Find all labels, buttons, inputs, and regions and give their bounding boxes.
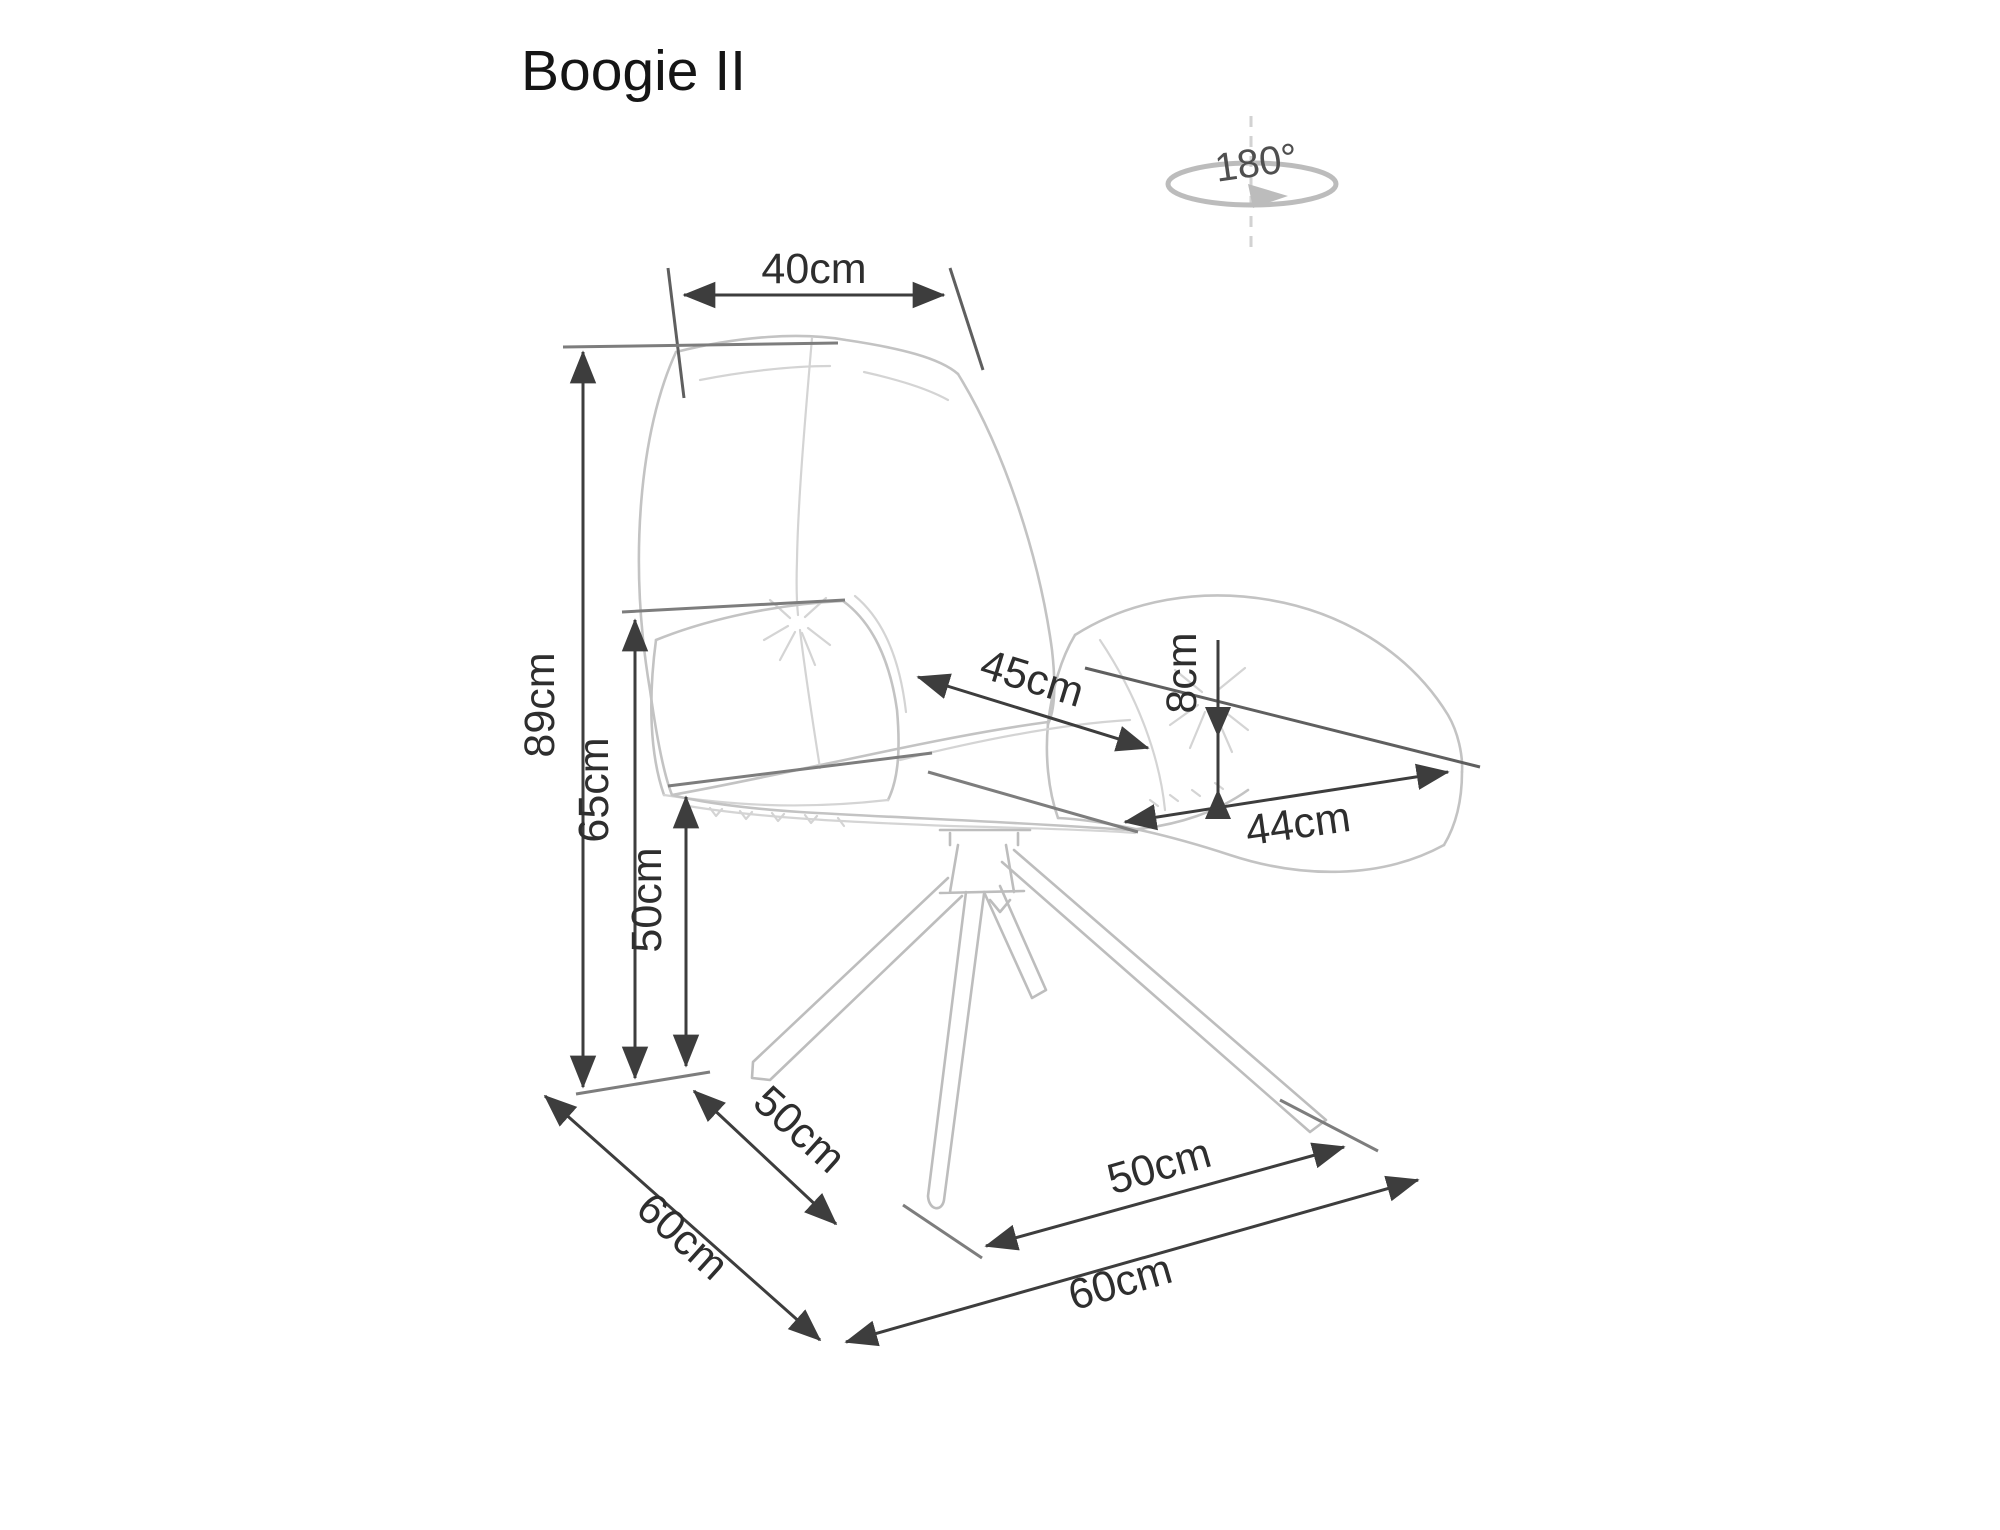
base-side-label: 60cm — [627, 1184, 737, 1290]
backrest-width-label: 40cm — [761, 245, 866, 293]
base-front-label: 60cm — [1063, 1245, 1177, 1320]
armrest-height-label: 65cm — [570, 737, 618, 842]
chair-sketch — [637, 334, 1464, 1210]
rotation-angle-label: 180° — [1212, 136, 1300, 191]
rotation-arrow-icon — [1248, 184, 1288, 208]
leg-back-left — [750, 876, 964, 1082]
leg-back-right — [982, 884, 1048, 1000]
dimension-labels: 40cm 89cm 65cm 50cm 45cm 8cm 44cm 50cm 6… — [516, 245, 1353, 1320]
leg-right — [1000, 848, 1328, 1134]
dim-line-base-front — [844, 1175, 1420, 1347]
base-side-inner-label: 50cm — [744, 1077, 854, 1183]
dim-line-base-side — [543, 1094, 822, 1342]
pedestal-column — [938, 828, 1032, 847]
rotation-180-icon: 180° — [1165, 116, 1339, 252]
extension-lines — [562, 267, 1481, 1260]
dim-line-seat-depth — [1123, 763, 1450, 831]
backrest-crease — [795, 336, 814, 617]
dim-line-seat-width — [916, 673, 1150, 752]
total-height-label: 89cm — [516, 652, 564, 757]
dimension-lines — [543, 281, 1450, 1347]
seat-height-label: 50cm — [623, 847, 671, 952]
product-title: Boogie II — [521, 39, 746, 103]
backrest-outline — [637, 350, 678, 797]
leg-front — [926, 890, 986, 1210]
cushion-thickness-label: 8cm — [1158, 632, 1206, 713]
seat-width-label: 45cm — [975, 640, 1090, 717]
base-front-inner-label: 50cm — [1102, 1129, 1216, 1204]
rotation-ellipse — [1165, 160, 1339, 208]
